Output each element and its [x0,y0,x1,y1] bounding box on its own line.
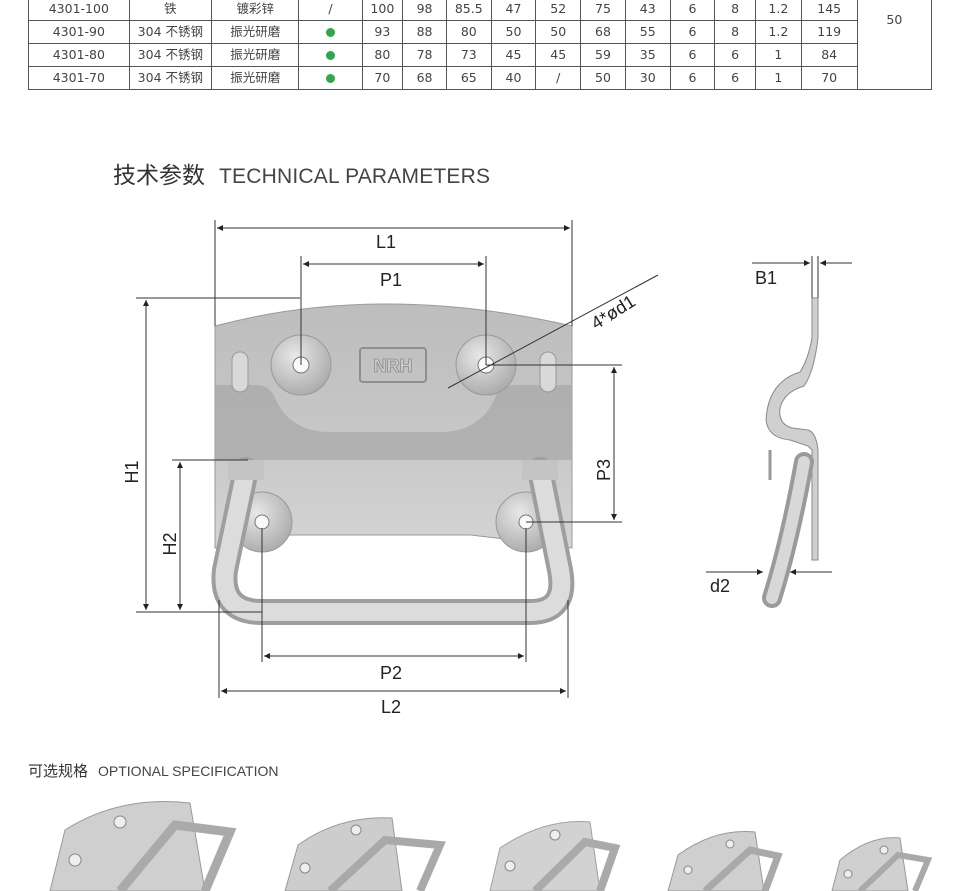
model-cell: 4301-100 [28,0,130,21]
indicator-cell: / [298,0,363,21]
value-cell: 59 [580,43,626,67]
product-thumbnail[interactable] [831,837,933,891]
finish-cell: 振光研磨 [211,43,300,67]
brand-logo: NRH [374,356,413,376]
material-cell: 铁 [128,0,213,21]
value-cell: 68 [580,20,626,44]
value-cell: 73 [445,43,492,67]
status-dot-icon [325,74,335,83]
indicator-cell [298,20,363,44]
side-dimension-lines [706,256,852,575]
section-title-cn: 技术参数 [113,163,205,189]
status-dot-icon [325,28,335,37]
label-L1: L1 [376,232,396,252]
value-cell: 84 [800,43,858,67]
label-hole-diameter: 4*ød1 [588,291,639,333]
finish-cell: 振光研磨 [211,66,300,90]
merged-value: 50 [886,12,903,27]
value-cell: 1 [754,43,802,67]
value-cell: 30 [624,66,671,90]
value-cell: 1.2 [754,0,802,21]
value-cell: 6 [714,43,756,67]
value-cell: 55 [624,20,671,44]
handle-plate: NRH [214,303,573,553]
product-thumbnail[interactable] [667,831,783,891]
value-cell: 100 [361,0,404,21]
model-cell: 4301-70 [28,66,130,90]
product-thumbnail[interactable] [284,817,446,891]
label-P2: P2 [380,663,402,683]
value-cell: 6 [714,66,756,90]
optional-spec-thumbnails [49,801,933,891]
model-cell: 4301-80 [28,43,130,67]
label-H2: H2 [160,532,180,555]
value-cell: 93 [361,20,404,44]
model-cell: 4301-90 [28,20,130,44]
value-cell: 8 [714,0,756,21]
label-L2: L2 [381,697,401,717]
value-cell: 75 [580,0,626,21]
value-cell: / [535,66,582,90]
label-B1: B1 [755,268,777,288]
value-cell: 98 [402,0,447,21]
value-cell: 88 [402,20,447,44]
value-cell: 70 [361,66,404,90]
value-cell: 43 [624,0,671,21]
label-P3: P3 [594,459,614,481]
label-H1: H1 [122,460,142,483]
side-view [762,297,819,608]
dimension-lines [136,220,659,698]
value-cell: 6 [669,0,716,21]
finish-cell: 镀彩锌 [211,0,300,21]
value-cell: 35 [624,43,671,67]
value-cell: 65 [445,66,492,90]
section-title-en: TECHNICAL PARAMETERS [219,165,491,188]
value-cell: 80 [445,20,492,44]
optional-spec-title: 可选规格 OPTIONAL SPECIFICATION [28,760,278,781]
material-cell: 304 不锈钢 [128,66,213,90]
section-title: 技术参数 TECHNICAL PARAMETERS [113,156,490,190]
value-cell: 50 [535,20,582,44]
label-P1: P1 [380,270,402,290]
value-cell: 50 [580,66,626,90]
technical-drawing: NRH [122,220,852,717]
product-thumbnail[interactable] [489,821,621,891]
value-cell: 45 [535,43,582,67]
value-cell: 50 [490,20,537,44]
value-cell: 6 [669,66,716,90]
indicator-cell [298,66,363,90]
value-cell: 70 [800,66,858,90]
value-cell: 8 [714,20,756,44]
value-cell: 119 [800,20,858,44]
optional-spec-title-cn: 可选规格 [28,762,89,780]
value-cell: 6 [669,43,716,67]
value-cell: 1.2 [754,20,802,44]
finish-cell: 振光研磨 [211,20,300,44]
value-cell: 78 [402,43,447,67]
value-cell: 45 [490,43,537,67]
status-dot-icon [325,51,335,60]
value-cell: 40 [490,66,537,90]
product-thumbnail[interactable] [49,801,237,891]
label-d2: d2 [710,576,730,596]
optional-spec-title-en: OPTIONAL SPECIFICATION [98,763,279,779]
value-cell: 1 [754,66,802,90]
value-cell: 80 [361,43,404,67]
merged-value-cell: 50 [856,0,933,90]
material-cell: 304 不锈钢 [128,43,213,67]
value-cell: 52 [535,0,582,21]
value-cell: 145 [800,0,858,21]
value-cell: 68 [402,66,447,90]
material-cell: 304 不锈钢 [128,20,213,44]
indicator-cell [298,43,363,67]
folding-handle [211,457,575,625]
value-cell: 85.5 [445,0,492,21]
value-cell: 6 [669,20,716,44]
value-cell: 47 [490,0,537,21]
